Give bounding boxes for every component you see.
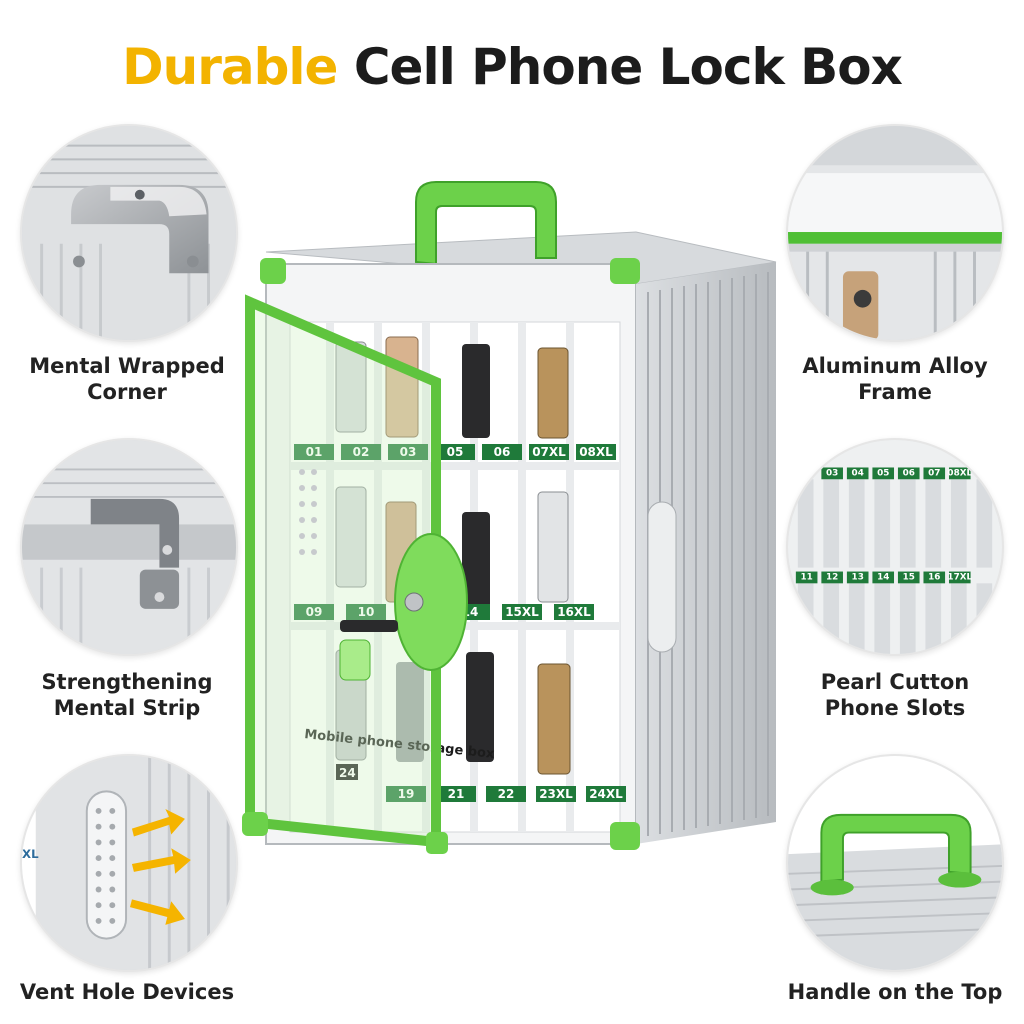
slot-number: 02: [353, 445, 370, 459]
slot-tag: [346, 604, 386, 620]
slot-tag: [923, 467, 946, 480]
slot-tag: [821, 571, 843, 584]
slot-number: 06: [903, 468, 915, 478]
slot-number: 07XL: [532, 445, 566, 459]
slot-tag: [536, 786, 576, 802]
slot-tag: [482, 444, 522, 460]
slot-tag: [486, 786, 526, 802]
slot-tag: [576, 444, 616, 460]
slot-tag: [502, 604, 542, 620]
slot-tag: [897, 571, 920, 584]
slot-tag: [923, 571, 946, 584]
slot-tag: [586, 786, 626, 802]
slot-tag: [846, 467, 869, 480]
slot-number: 03: [400, 445, 417, 459]
slot-tag: [872, 467, 895, 480]
vent-feature-label: Vent Hole Devices: [19, 980, 235, 1004]
slot-number: 09: [306, 605, 323, 619]
slot-number: 12: [826, 572, 838, 582]
slot-tag: [294, 604, 334, 620]
slot-tag: [897, 467, 920, 480]
slot-number: 13: [852, 572, 864, 582]
frame-feature-label: Aluminum Alloy Frame: [802, 354, 988, 404]
slot-tag: [294, 444, 334, 460]
title-accent: Durable: [122, 38, 338, 96]
slot-number: 19: [398, 787, 415, 801]
slot-tag: [948, 467, 971, 480]
slot-number: 08XL: [947, 468, 972, 478]
vent-holes: [95, 808, 116, 924]
key-tag: [339, 639, 371, 681]
airflow-arrows: [129, 809, 191, 925]
frame-detail-image: [786, 124, 1004, 342]
slot-number: 16XL: [557, 605, 591, 619]
slot-number: 08XL: [579, 445, 613, 459]
slot-tag: [795, 571, 818, 584]
top-handle: [415, 181, 557, 266]
slot-number: 03: [826, 468, 838, 478]
phone-lock-box-image: 010203050607XL08XL 0910131415XL16XL 1921…: [236, 172, 788, 872]
slot-number: 10: [358, 605, 375, 619]
slot-number: 07: [928, 468, 940, 478]
slot-number: 05: [877, 468, 889, 478]
handle-feature-label: Handle on the Top: [787, 980, 1003, 1004]
slot-number: 15: [903, 572, 915, 582]
slot-number: 11: [801, 572, 813, 582]
sticker-count: 24: [339, 766, 356, 780]
slot-number: 22: [498, 787, 515, 801]
vent-xl-label: XL: [22, 847, 39, 861]
strip-detail-image: [20, 438, 238, 656]
slot-tag: [872, 571, 895, 584]
slot-tag: [821, 467, 843, 480]
slot-tag: [388, 444, 428, 460]
slot-tag: [341, 444, 381, 460]
slot-number: 01: [306, 445, 323, 459]
slot-number: 21: [448, 787, 465, 801]
slot-number: 04: [852, 468, 864, 478]
vent-detail-image: XL: [20, 754, 238, 972]
slot-tag: [435, 444, 475, 460]
slot-tag: [386, 786, 426, 802]
slots-detail-image: 03 04 05 06 07 08XL 11 12 13 14 15 16 17XL: [786, 438, 1004, 656]
slot-number: 23XL: [539, 787, 573, 801]
slot-tag: [436, 786, 476, 802]
slot-number: 14: [877, 572, 889, 582]
page-title: Durable Cell Phone Lock Box: [0, 38, 1024, 96]
title-rest: Cell Phone Lock Box: [337, 38, 903, 96]
slot-number: 17XL: [947, 572, 972, 582]
corner-detail-image: [20, 124, 238, 342]
slot-number: 16: [928, 572, 940, 582]
slot-tag: [529, 444, 569, 460]
slot-number: 24XL: [589, 787, 623, 801]
slots-feature-label: Pearl Cutton Phone Slots: [820, 670, 970, 720]
slot-number: 05: [447, 445, 464, 459]
lock-plate: [394, 533, 468, 671]
slot-tag: [554, 604, 594, 620]
key: [340, 620, 398, 632]
slot-tag: [948, 571, 971, 584]
corner-feature-label: Mental Wrapped Corner: [29, 354, 225, 404]
strip-feature-label: Strengthening Mental Strip: [41, 670, 213, 720]
slot-number: 06: [494, 445, 511, 459]
slot-tag: [846, 571, 869, 584]
handle-detail-image: [786, 754, 1004, 972]
slot-number: 15XL: [505, 605, 539, 619]
